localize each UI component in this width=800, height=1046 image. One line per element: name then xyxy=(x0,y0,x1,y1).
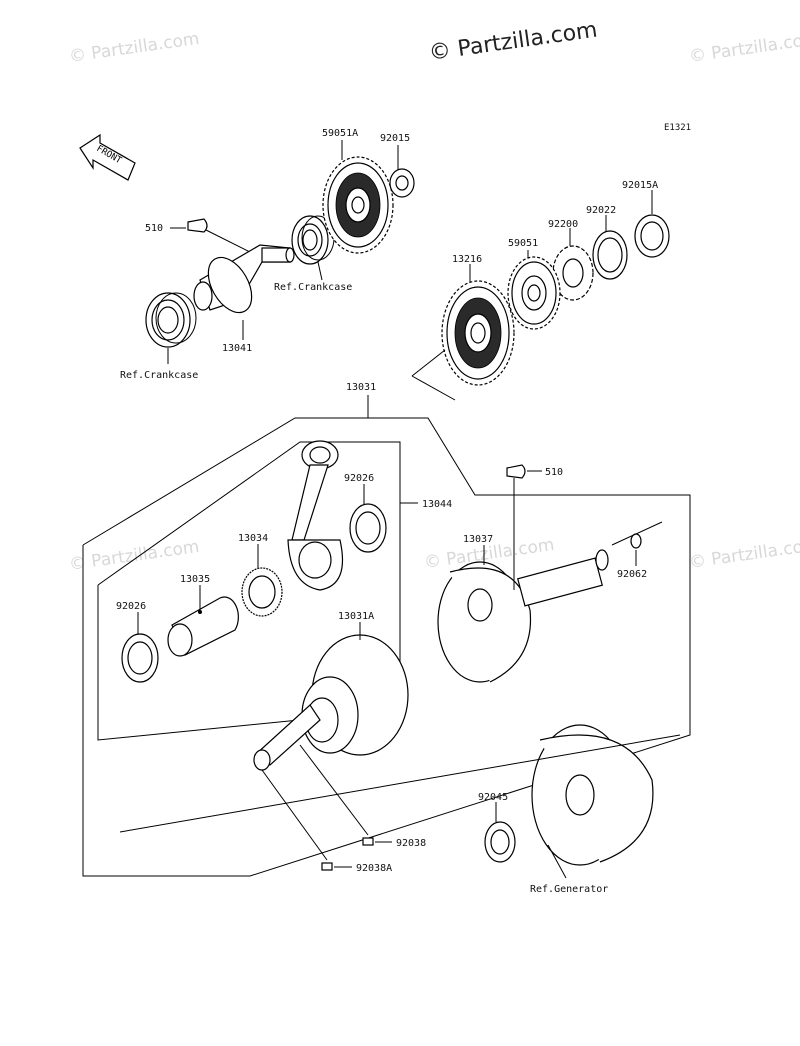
key-92038-icon xyxy=(362,837,374,846)
generator-rotor-icon xyxy=(531,724,654,866)
key-92038A-icon xyxy=(321,862,333,871)
gear-59051A-icon xyxy=(322,156,394,254)
label-59051A: 59051A xyxy=(322,128,358,139)
front-arrow-icon: FRONT xyxy=(79,133,136,181)
bearing-right-icon xyxy=(291,215,335,265)
washer-92026-top-icon xyxy=(349,503,387,553)
label-92038A: 92038A xyxy=(356,863,392,874)
label-ref-crankcase-2: Ref.Crankcase xyxy=(120,370,198,381)
woodruff-key-510-top-icon xyxy=(187,218,208,233)
gear-59051-icon xyxy=(507,256,561,330)
label-92015A: 92015A xyxy=(622,180,658,191)
label-92062: 92062 xyxy=(617,569,647,580)
label-92026-left: 92026 xyxy=(116,601,146,612)
bearing-left-icon xyxy=(145,292,197,348)
assembly-outline-13031 xyxy=(82,417,691,877)
label-13035: 13035 xyxy=(180,574,210,585)
label-92045: 92045 xyxy=(478,792,508,803)
balancer-shaft-icon xyxy=(193,244,295,314)
washer-92026-left-icon xyxy=(121,633,159,683)
label-92038: 92038 xyxy=(396,838,426,849)
label-92200: 92200 xyxy=(548,219,578,230)
assembly-outline-13044 xyxy=(97,441,401,741)
lock-washer-92200-icon xyxy=(552,245,594,301)
needle-bearing-13034-icon xyxy=(241,567,283,617)
label-13037: 13037 xyxy=(463,534,493,545)
label-13041: 13041 xyxy=(222,343,252,354)
nut-92015A-icon xyxy=(634,214,670,258)
watermark-mid-right: © Partzilla.com xyxy=(688,535,800,573)
gear-13216-icon xyxy=(441,280,515,386)
label-92015: 92015 xyxy=(380,133,410,144)
label-13216: 13216 xyxy=(452,254,482,265)
label-13034: 13034 xyxy=(238,533,268,544)
label-510-top: 510 xyxy=(145,223,163,234)
label-13031: 13031 xyxy=(346,382,376,393)
watermark-top-left: © Partzilla.com xyxy=(68,29,201,67)
diagram-code: E1321 xyxy=(664,123,691,133)
label-13044: 13044 xyxy=(422,499,452,510)
label-59051: 59051 xyxy=(508,238,538,249)
watermark-top-center: © Partzilla.com xyxy=(427,18,599,66)
label-13031A: 13031A xyxy=(338,611,374,622)
nut-92015-icon xyxy=(389,168,415,198)
label-92026-top: 92026 xyxy=(344,473,374,484)
crank-pin-13035-icon xyxy=(167,596,239,657)
crank-half-13037-icon xyxy=(437,549,609,683)
crank-half-13031A-icon xyxy=(253,634,409,771)
watermark-top-right: © Partzilla.com xyxy=(688,29,800,67)
bearing-92045-icon xyxy=(484,821,516,863)
label-ref-crankcase-1: Ref.Crankcase xyxy=(274,282,352,293)
label-510-mid: 510 xyxy=(545,467,563,478)
woodruff-key-510-mid-icon xyxy=(506,464,526,479)
label-ref-generator: Ref.Generator xyxy=(530,884,608,895)
connecting-rod-icon xyxy=(287,440,344,591)
label-92022: 92022 xyxy=(586,205,616,216)
washer-92022-icon xyxy=(592,230,628,280)
